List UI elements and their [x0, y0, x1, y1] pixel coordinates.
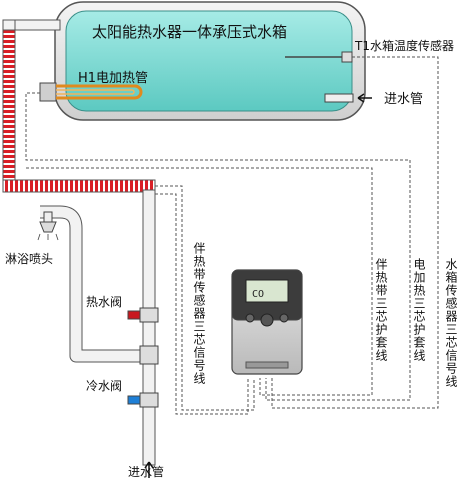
bottom-inlet-label: 进水管 [128, 464, 164, 479]
controller-button-center[interactable] [260, 313, 274, 327]
wire-label-tracing-sheath: 伴热带三芯护套线 [374, 258, 388, 362]
hot-valve-label: 热水阀 [86, 295, 122, 309]
shower-head-icon [39, 221, 57, 233]
shower-pipe [40, 205, 150, 363]
hot-valve-handle[interactable] [127, 310, 141, 320]
heat-trace-horizontal [2, 179, 156, 193]
controller-unit[interactable]: CO [231, 269, 303, 375]
tank-outlet-stub [14, 19, 61, 31]
tank-inlet-label: 进水管 [384, 92, 423, 107]
sensor-t1-label: T1水箱温度传感器 [354, 38, 454, 53]
riser-pipe [142, 189, 156, 466]
inlet-arrow-icon [357, 93, 372, 103]
cold-valve-label: 冷水阀 [86, 379, 122, 393]
controller-display-text: CO [252, 289, 264, 300]
wire-label-heater-sheath: 电加热三芯护套线 [412, 258, 426, 362]
wire-label-tracing-sensor: 伴热带传感器三芯信号线 [192, 242, 206, 385]
wiring [25, 56, 439, 415]
cold-valve-handle[interactable] [127, 395, 141, 405]
controller-button-right[interactable] [279, 313, 289, 323]
sensor-t1-fitting [341, 51, 353, 63]
wire-label-tank-sensor: 水箱传感器三芯信号线 [444, 258, 458, 388]
heater-element [56, 84, 143, 100]
bottom-inlet-arrow-icon [144, 461, 154, 478]
hot-valve-body[interactable] [139, 307, 159, 323]
heater-fitting [39, 82, 57, 102]
controller-button-left[interactable] [245, 313, 255, 323]
outlet-pipe-vertical [2, 19, 16, 191]
cold-valve-body[interactable] [139, 392, 159, 408]
tank-inlet-pipe [324, 93, 354, 103]
heater-label: H1电加热管 [78, 71, 148, 86]
tank-title: 太阳能热水器一体承压式水箱 [92, 23, 287, 41]
pipe-junction [139, 345, 159, 365]
controller-display [245, 279, 289, 303]
shower-label: 淋浴喷头 [5, 252, 53, 266]
